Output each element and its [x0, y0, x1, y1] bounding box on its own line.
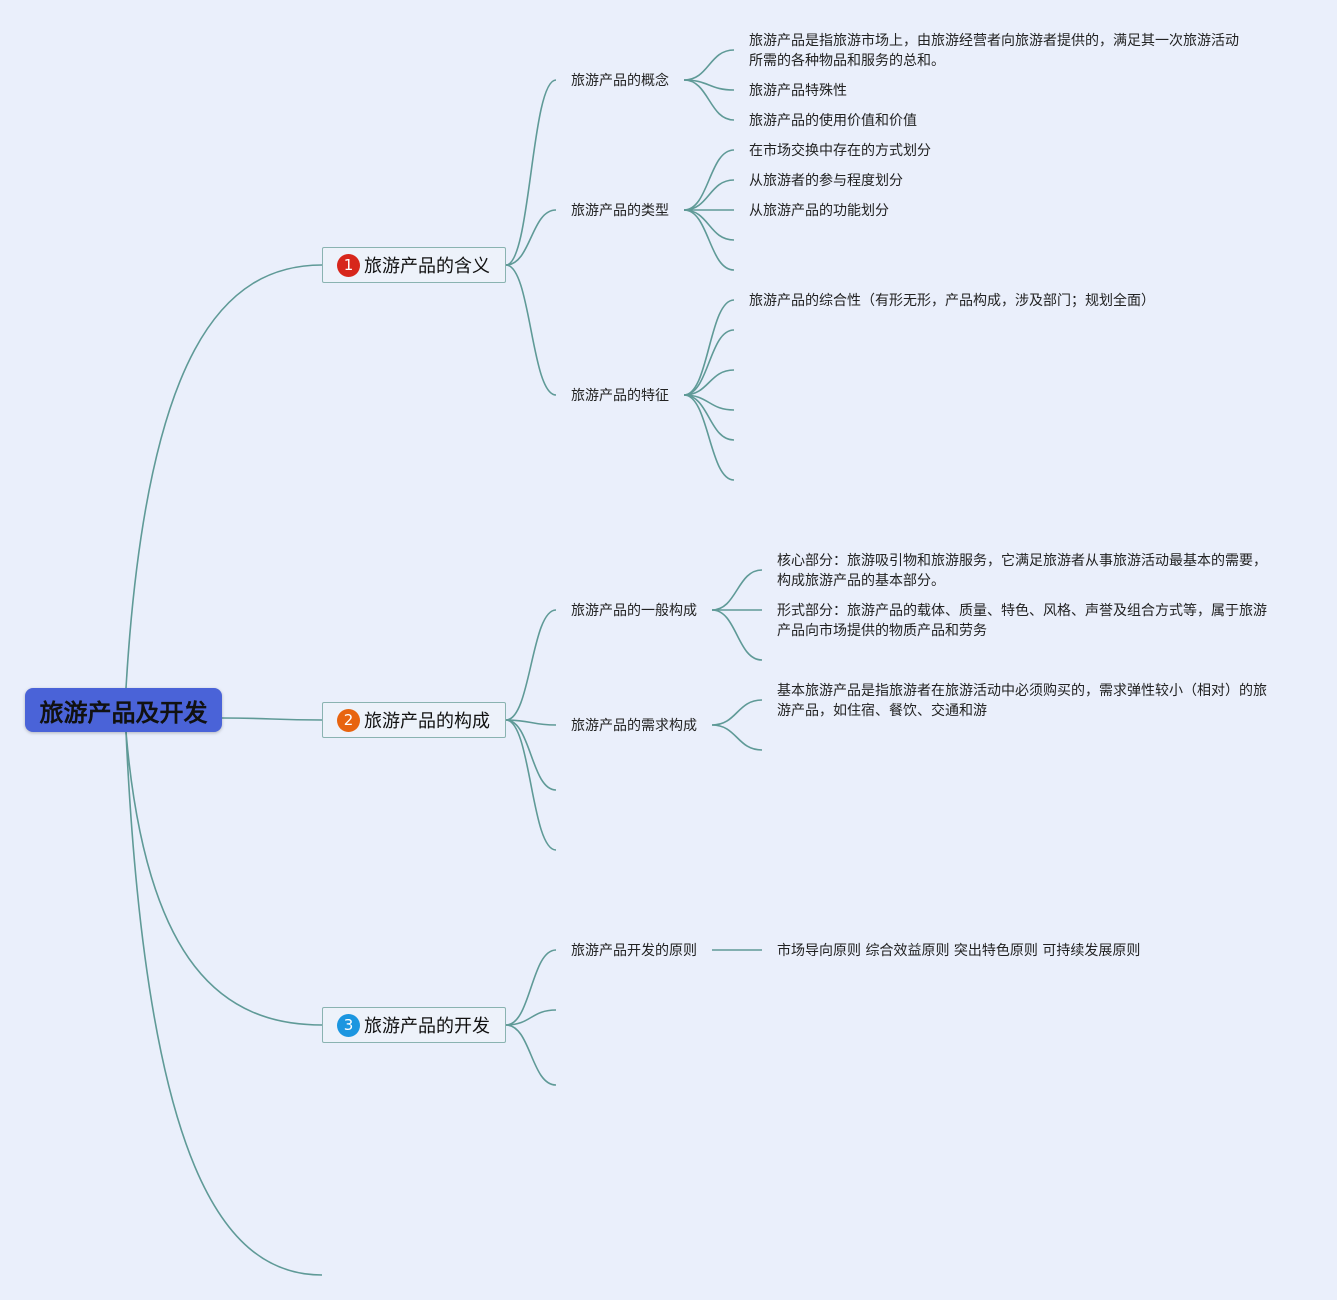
- link-group2-detail2: [683, 179, 735, 211]
- link-group1-detail1: [683, 49, 735, 81]
- link-group3-detail3: [683, 369, 735, 396]
- link-group3-detail1: [683, 299, 735, 396]
- subtopic-demand-composition[interactable]: 旅游产品的需求构成: [571, 718, 697, 734]
- topic-development[interactable]: 3 旅游产品的开发: [322, 1007, 506, 1043]
- root-topic[interactable]: 旅游产品及开发: [25, 688, 222, 732]
- link-group5-detail2: [711, 724, 763, 751]
- link-group4-detail3: [711, 609, 763, 661]
- subtopic-types[interactable]: 旅游产品的类型: [571, 203, 669, 219]
- detail-principles-list[interactable]: 市场导向原则 综合效益原则 突出特色原则 可持续发展原则: [777, 943, 1141, 959]
- subtopic-features[interactable]: 旅游产品的特征: [571, 388, 669, 404]
- detail-type-market-exchange[interactable]: 在市场交换中存在的方式划分: [749, 143, 931, 159]
- topic-composition[interactable]: 2 旅游产品的构成: [322, 702, 506, 738]
- link-root-meaning: [125, 264, 323, 689]
- subtopic-development-principles[interactable]: 旅游产品开发的原则: [571, 943, 697, 959]
- link-branch2-sub2: [505, 719, 557, 726]
- topic-meaning-label: 旅游产品的含义: [364, 256, 490, 277]
- link-group1-detail3: [683, 79, 735, 121]
- topic-development-label: 旅游产品的开发: [364, 1016, 490, 1037]
- link-branch3-sub2: [505, 1009, 557, 1026]
- detail-type-participation[interactable]: 从旅游者的参与程度划分: [749, 173, 903, 189]
- detail-basic-product[interactable]: 基本旅游产品是指旅游者在旅游活动中必须购买的，需求弹性较小（相对）的旅游产品，如…: [777, 683, 1267, 719]
- link-branch2-sub4: [505, 719, 557, 851]
- link-branch2-sub1: [505, 609, 557, 721]
- detail-feature-comprehensive[interactable]: 旅游产品的综合性（有形无形，产品构成，涉及部门；规划全面）: [749, 293, 1155, 309]
- link-branch1-sub2: [505, 209, 557, 266]
- link-group3-detail5: [683, 394, 735, 441]
- link-group3-detail6: [683, 394, 735, 481]
- detail-concept-definition[interactable]: 旅游产品是指旅游市场上，由旅游经营者向旅游者提供的，满足其一次旅游活动所需的各种…: [749, 33, 1239, 69]
- detail-core-part[interactable]: 核心部分：旅游吸引物和旅游服务，它满足旅游者从事旅游活动最基本的需要，构成旅游产…: [777, 553, 1267, 589]
- link-root-composition: [221, 717, 323, 721]
- detail-special-nature[interactable]: 旅游产品特殊性: [749, 83, 847, 99]
- link-group4-detail1: [711, 569, 763, 611]
- link-group2-detail5: [683, 209, 735, 271]
- subtopic-concept[interactable]: 旅游产品的概念: [571, 73, 669, 89]
- link-branch1-sub1: [505, 79, 557, 266]
- topic-meaning[interactable]: 1 旅游产品的含义: [322, 247, 506, 283]
- link-branch3-sub3: [505, 1024, 557, 1086]
- detail-type-function[interactable]: 从旅游产品的功能划分: [749, 203, 889, 219]
- link-branch1-sub3: [505, 264, 557, 396]
- link-group2-detail1: [683, 149, 735, 211]
- priority-1-badge: 1: [337, 253, 360, 277]
- link-group5-detail1: [711, 699, 763, 726]
- detail-use-value[interactable]: 旅游产品的使用价值和价值: [749, 113, 917, 129]
- detail-form-part[interactable]: 形式部分：旅游产品的载体、质量、特色、风格、声誉及组合方式等，属于旅游产品向市场…: [777, 603, 1267, 639]
- priority-2-badge: 2: [337, 708, 360, 732]
- root-topic-label: 旅游产品及开发: [39, 698, 208, 727]
- priority-3-badge: 3: [337, 1013, 360, 1037]
- topic-composition-label: 旅游产品的构成: [364, 711, 490, 732]
- link-root-empty: [125, 731, 323, 1276]
- link-branch3-sub1: [505, 949, 557, 1026]
- subtopic-general-composition[interactable]: 旅游产品的一般构成: [571, 603, 697, 619]
- link-group2-detail4: [683, 209, 735, 241]
- link-group3-detail2: [683, 329, 735, 396]
- link-branch2-sub3: [505, 719, 557, 791]
- link-root-development: [125, 731, 323, 1026]
